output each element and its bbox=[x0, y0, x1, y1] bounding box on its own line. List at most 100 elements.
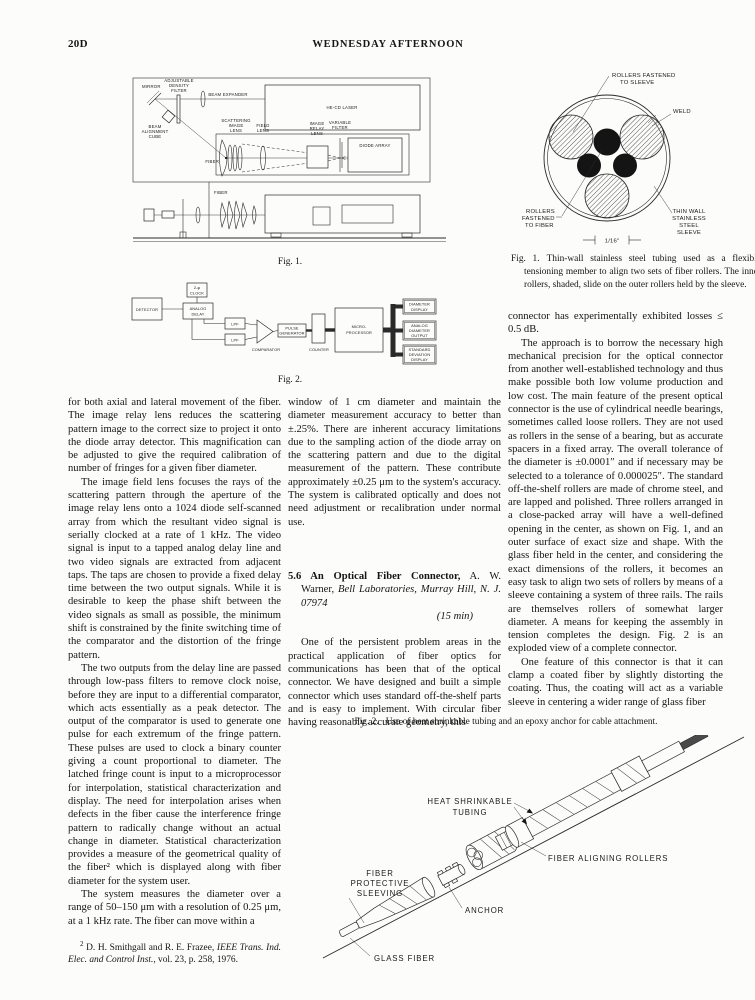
connector-caption-label: Fig. 2. bbox=[354, 717, 379, 727]
comparator-label: COMPARATOR bbox=[252, 347, 280, 352]
paragraph: One feature of this connector is that it… bbox=[508, 656, 723, 708]
clock-label: 2-φ bbox=[194, 285, 201, 290]
mirror-label: MIRROR bbox=[142, 84, 161, 89]
paragraph: One of the persistent problem areas in t… bbox=[288, 637, 501, 729]
microprocessor-label: PROCESSOR bbox=[346, 330, 372, 335]
rollers-fiber-label: ROLLERS bbox=[526, 209, 555, 215]
paragraph: The image field lens focuses the rays of… bbox=[68, 476, 281, 661]
variable-filter-label: FILTER bbox=[332, 125, 348, 130]
fiber-label: FIBER bbox=[205, 159, 219, 164]
analog-output-label: ANALOG bbox=[411, 323, 428, 328]
std-dev-display-label: STANDARD bbox=[409, 347, 431, 352]
aligning-rollers-label: FIBER ALIGNING ROLLERS bbox=[548, 854, 668, 863]
page-number: 20D bbox=[68, 38, 88, 50]
rollers-sleeve-label: TO SLEEVE bbox=[620, 80, 654, 86]
glass-fiber-label: GLASS FIBER bbox=[374, 954, 435, 963]
paragraph: window of 1 cm diameter and maintain the… bbox=[288, 397, 501, 528]
roller-caption-text: Thin-wall stainless steel tubing used as… bbox=[524, 254, 755, 290]
section-affiliation: Bell Laboratories, Murray Hill, N. J. 07… bbox=[301, 584, 501, 609]
weld-label: WELD bbox=[673, 109, 691, 115]
paragraph: connector has experimentally exhibited l… bbox=[508, 311, 723, 336]
density-filter-label: ADJUSTABLE bbox=[164, 78, 193, 83]
rollers-sleeve-label: ROLLERS FASTENED bbox=[612, 73, 675, 79]
field-lens-label: LENS bbox=[257, 128, 269, 133]
steel-sleeve-label: THIN WALL bbox=[672, 209, 706, 215]
analog-output-label: DIAMETER bbox=[409, 328, 430, 333]
footnote-text: vol. 23, p. 258, 1976. bbox=[155, 955, 238, 966]
steel-sleeve-label: STAINLESS bbox=[672, 216, 706, 222]
field-lens-label: FIELD bbox=[256, 123, 269, 128]
steel-sleeve-label: STEEL bbox=[679, 223, 699, 229]
section-heading: 5.6 An Optical Fiber Connector, A. W. War… bbox=[288, 570, 501, 610]
protective-sleeving-label: FIBER bbox=[366, 869, 393, 878]
rollers-fiber-label: FASTENED bbox=[522, 216, 555, 222]
scattering-lens-label: IMAGE bbox=[229, 123, 244, 128]
std-dev-display-label: DISPLAY bbox=[411, 357, 428, 362]
footnote-marker: 2 bbox=[80, 939, 84, 948]
column-left: for both axial and lateral movement of t… bbox=[68, 396, 281, 928]
section-author: A. W. Warner, bbox=[301, 570, 501, 596]
diameter-display-label: DISPLAY bbox=[411, 307, 428, 312]
scattering-lens-label: LENS bbox=[230, 128, 242, 133]
pulse-generator-label: PULSE bbox=[285, 326, 299, 331]
scattering-lens-label: SCATTERING bbox=[221, 118, 251, 123]
section-number: 5.6 bbox=[288, 570, 302, 582]
relay-lens-label: LENS bbox=[311, 131, 323, 136]
std-dev-display-label: DEVIATION bbox=[409, 352, 431, 357]
counter-label: COUNTER bbox=[309, 347, 329, 352]
column-middle: window of 1 cm diameter and maintain the… bbox=[288, 396, 501, 730]
analog-output-label: OUTPUT bbox=[411, 333, 428, 338]
lpf-label: LPF bbox=[231, 322, 239, 327]
figure-optical-system: HE-CD LASER MIRROR ADJUSTABLE DENSITY FI… bbox=[132, 77, 446, 242]
beam-expander-label: BEAM EXPANDER bbox=[208, 92, 247, 97]
figure-block-diagram: DETECTOR 2-φ CLOCK ANALOG DELAY LPF LPF … bbox=[131, 282, 437, 365]
paragraph: for both axial and lateral movement of t… bbox=[68, 397, 281, 475]
session-title: WEDNESDAY AFTERNOON bbox=[312, 39, 464, 50]
roller-figure-caption: Fig. 1.Thin-wall stainless steel tubing … bbox=[511, 253, 755, 291]
paragraph: The system measures the diameter over a … bbox=[68, 888, 281, 927]
density-filter-label: DENSITY bbox=[169, 83, 189, 88]
heat-shrinkable-label: TUBING bbox=[453, 808, 488, 817]
analog-delay-label: DELAY bbox=[192, 312, 205, 317]
scale-label: 1/16″ bbox=[605, 239, 620, 245]
clock-label: CLOCK bbox=[190, 291, 204, 296]
lpf-label: LPF bbox=[231, 338, 239, 343]
section-title: An Optical Fiber Connector, bbox=[310, 570, 461, 582]
figure-roller-sleeve: ROLLERS FASTENED TO SLEEVE WELD ROLLERS … bbox=[522, 73, 706, 245]
paragraph: The two outputs from the delay line are … bbox=[68, 662, 281, 887]
relay-lens-label: IMAGE bbox=[310, 121, 325, 126]
alignment-cube-label: BEAM bbox=[149, 124, 162, 129]
microprocessor-label: MICRO- bbox=[352, 324, 367, 329]
variable-filter-label: VARIABLE bbox=[329, 120, 351, 125]
figure1-caption: Fig. 1. bbox=[130, 256, 450, 269]
heat-shrinkable-label: HEAT SHRINKABLE bbox=[427, 797, 512, 806]
diameter-display-label: DIAMETER bbox=[409, 302, 430, 307]
paragraph: The approach is to borrow the necessary … bbox=[508, 337, 723, 655]
alignment-cube-label: CUBE bbox=[149, 134, 162, 139]
connector-figure-caption: Fig. 2. Use of heat shrinkable tubing and… bbox=[288, 716, 724, 729]
laser-label: HE-CD LASER bbox=[326, 105, 357, 110]
fiber-side-label: FIBER bbox=[214, 190, 228, 195]
density-filter-label: FILTER bbox=[171, 88, 187, 93]
figure1-caption-label: Fig. 1. bbox=[277, 257, 303, 267]
figure-exploded-connector: HEAT SHRINKABLE TUBING FIBER ALIGNING RO… bbox=[322, 735, 745, 963]
protective-sleeving-label: SLEEVING bbox=[357, 889, 403, 898]
footnote-source: IEEE Trans. Ind. Elec. and Control Inst.… bbox=[68, 943, 281, 966]
footnote-text: D. H. Smithgall and R. E. Frazee, bbox=[83, 943, 217, 953]
diode-array-label: DIODE ARRAY bbox=[359, 143, 390, 148]
analog-delay-label: ANALOG bbox=[190, 306, 207, 311]
footnote: 2 D. H. Smithgall and R. E. Frazee, IEEE… bbox=[68, 939, 281, 967]
figure2-caption-label: Fig. 2. bbox=[277, 375, 303, 385]
pulse-generator-label: GENERATOR bbox=[279, 331, 304, 336]
detector-label: DETECTOR bbox=[136, 307, 158, 312]
rollers-fiber-label: TO FIBER bbox=[525, 223, 554, 229]
connector-caption-text: Use of heat shrinkable tubing and an epo… bbox=[385, 717, 658, 727]
figure2-caption: Fig. 2. bbox=[130, 374, 450, 387]
column-right: connector has experimentally exhibited l… bbox=[508, 310, 723, 709]
roller-caption-label: Fig. 1. bbox=[511, 254, 540, 264]
section-duration: (15 min) bbox=[436, 610, 473, 622]
protective-sleeving-label: PROTECTIVE bbox=[351, 879, 410, 888]
steel-sleeve-label: SLEEVE bbox=[677, 230, 701, 236]
alignment-cube-label: ALIGNMENT bbox=[142, 129, 169, 134]
